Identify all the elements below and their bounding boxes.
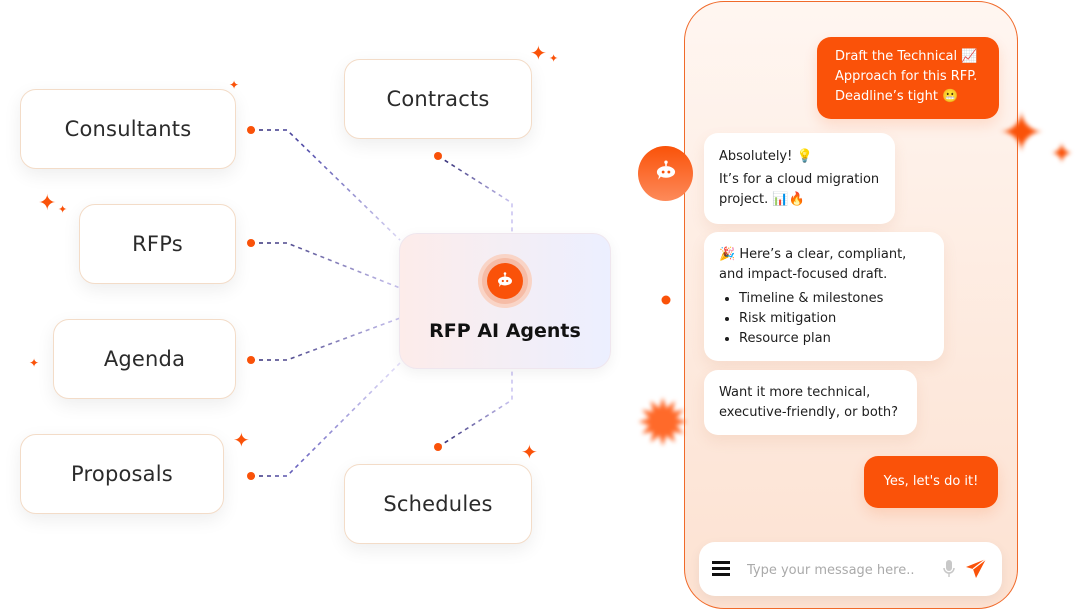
sparkle-icon: ✦ — [38, 191, 57, 216]
node-label: Consultants — [64, 117, 192, 141]
microphone-icon[interactable] — [942, 559, 956, 583]
node-label: RFPs — [132, 232, 183, 256]
chat-line: Absolutely! 💡 — [719, 149, 813, 164]
chat-message-bot: 🎉 Here’s a clear, compliant, and impact-… — [704, 232, 944, 361]
connector-consultants — [251, 129, 401, 241]
bullet-item: Timeline & milestones — [739, 289, 930, 309]
connector-dot — [247, 126, 255, 134]
bullet-item: Risk mitigation — [739, 309, 930, 329]
connector-dot — [434, 152, 442, 160]
node-rfps[interactable]: RFPs — [79, 204, 236, 284]
chat-line: It’s for a cloud migration project. 📊🔥 — [719, 172, 880, 207]
connector-proposals — [251, 362, 401, 477]
chat-input-bar — [699, 542, 1002, 596]
chat-message-user: Draft the Technical 📈 Approach for this … — [817, 37, 999, 119]
chat-message-bot: Absolutely! 💡 It’s for a cloud migration… — [704, 133, 895, 224]
chat-phone-frame: Draft the Technical 📈 Approach for this … — [684, 1, 1018, 609]
bot-avatar — [638, 146, 693, 201]
connector-rfps — [251, 242, 401, 289]
sparkle-icon: ✦ — [233, 428, 250, 452]
node-label: Contracts — [386, 87, 490, 111]
connector-dot — [434, 443, 442, 451]
sparkle-icon: ✦ — [1050, 137, 1074, 170]
hamburger-menu-icon[interactable] — [712, 561, 730, 576]
hub-title: RFP AI Agents — [429, 320, 581, 342]
hub-icon-halo — [478, 254, 532, 308]
bullet-list: Timeline & milestones Risk mitigation Re… — [719, 289, 930, 349]
sparkle-icon: ✦ — [58, 203, 68, 216]
node-consultants[interactable]: Consultants — [20, 89, 236, 169]
connector-dot — [247, 472, 255, 480]
connector-dot — [661, 295, 671, 305]
send-icon[interactable] — [965, 558, 987, 584]
sparkle-icon: ✦ — [549, 52, 559, 65]
node-schedules[interactable]: Schedules — [344, 464, 532, 544]
chat-message-user: Yes, let's do it! — [864, 456, 998, 508]
node-label: Schedules — [383, 492, 493, 516]
chat-line: 🎉 Here’s a clear, compliant, and impact-… — [719, 247, 907, 282]
hub-rfp-ai-agents[interactable]: RFP AI Agents — [399, 233, 611, 369]
sparkle-icon: ✦ — [521, 440, 538, 464]
robot-chat-icon — [653, 159, 679, 189]
sparkle-icon: ✦ — [998, 101, 1045, 166]
connector-dot — [247, 239, 255, 247]
chat-message-bot: Want it more technical, executive-friend… — [704, 370, 917, 435]
sparkle-icon: ✦ — [29, 356, 40, 370]
node-label: Agenda — [103, 347, 186, 371]
robot-chat-icon — [487, 263, 523, 299]
sparkle-icon: ✦ — [530, 41, 547, 65]
connector-schedules — [437, 367, 513, 448]
node-proposals[interactable]: Proposals — [20, 434, 224, 514]
bullet-item: Resource plan — [739, 329, 930, 349]
burst-icon: ✹ — [636, 387, 690, 461]
connector-contracts — [437, 155, 513, 233]
sparkle-icon: ✦ — [229, 78, 240, 92]
message-input[interactable] — [745, 557, 939, 583]
node-contracts[interactable]: Contracts — [344, 59, 532, 139]
node-agenda[interactable]: Agenda — [53, 319, 236, 399]
node-label: Proposals — [71, 462, 173, 486]
connector-dot — [247, 356, 255, 364]
connector-agenda — [251, 317, 401, 361]
